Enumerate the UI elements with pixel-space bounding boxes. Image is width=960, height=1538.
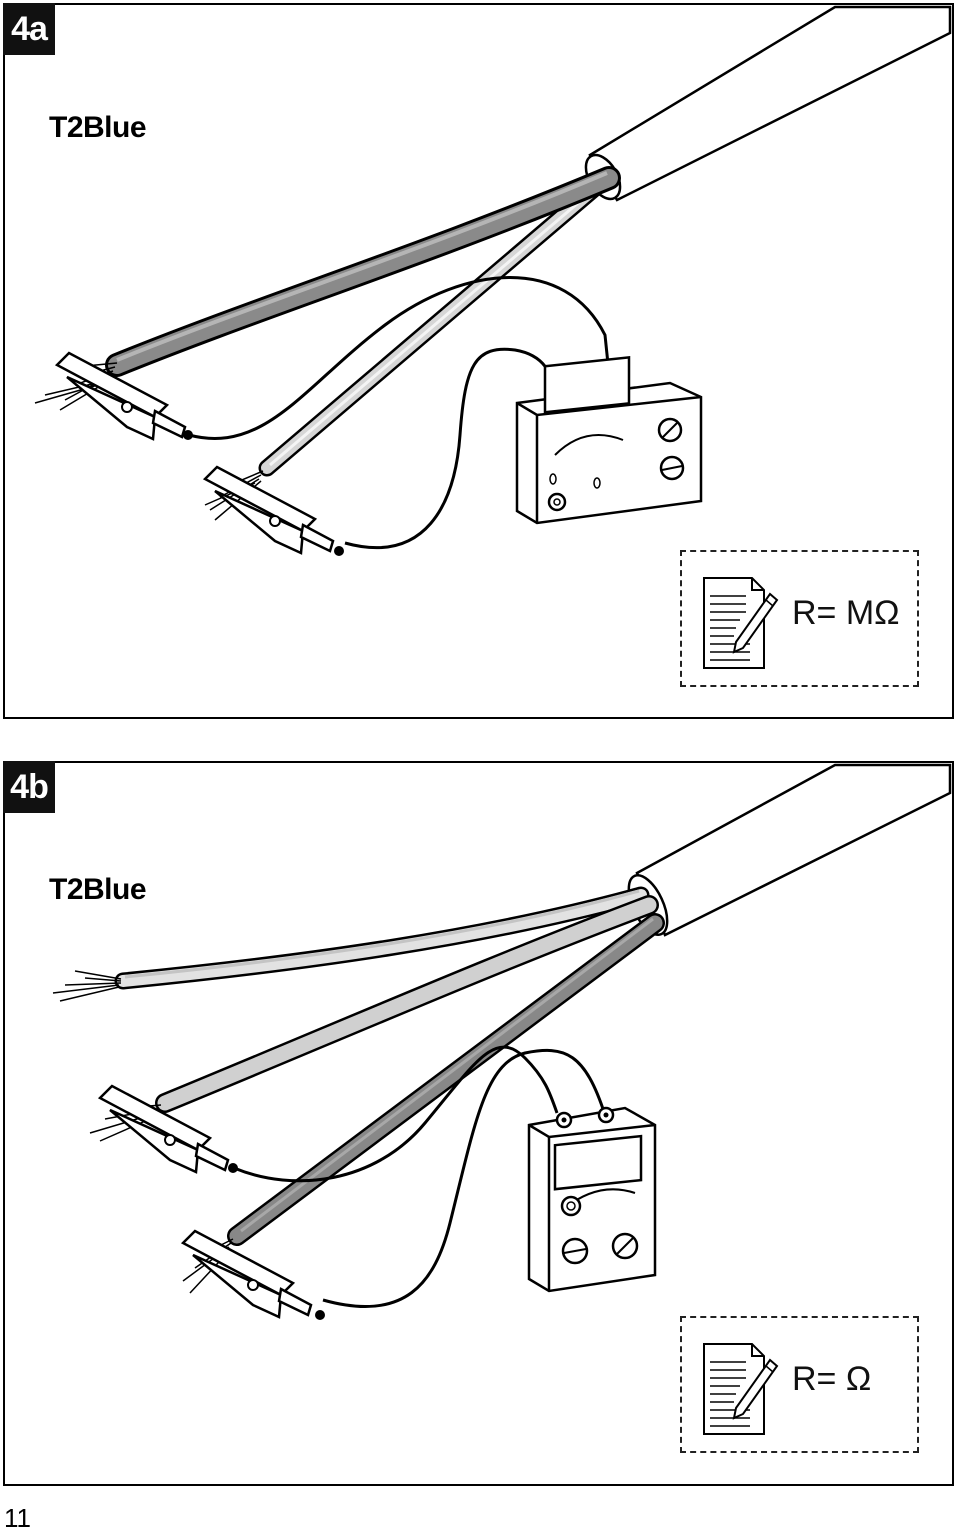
product-name: T2Blue xyxy=(49,111,147,144)
notepad-pencil-icon xyxy=(703,1343,779,1435)
dark-conductor xyxy=(105,166,621,377)
figure-panel-4a: 4a T2Blue xyxy=(3,3,954,719)
resistance-reading: R= MΩ xyxy=(792,594,900,632)
dark-conductor xyxy=(227,913,665,1246)
meter-icon xyxy=(515,356,703,525)
free-conductor xyxy=(114,886,650,990)
page-number: 11 xyxy=(4,1503,31,1533)
cable-sheath xyxy=(627,763,952,937)
light-conductor xyxy=(155,895,659,1113)
product-name: T2Blue xyxy=(49,873,147,906)
notepad-pencil-icon xyxy=(703,577,779,669)
alligator-clip-icon xyxy=(97,1084,238,1174)
meter-icon xyxy=(527,1106,657,1293)
panel-tag: 4b xyxy=(3,761,55,813)
resistance-reading: R= Ω xyxy=(792,1360,872,1398)
figure-panel-4b: 4b T2Blue xyxy=(3,761,954,1486)
test-leads xyxy=(188,276,613,550)
measurement-note: R= MΩ xyxy=(680,550,919,687)
panel-tag: 4a xyxy=(3,3,55,55)
alligator-clip-icon xyxy=(54,351,193,441)
light-conductor xyxy=(258,174,610,477)
measurement-note: R= Ω xyxy=(680,1316,919,1453)
cable-measurement-illustration xyxy=(52,763,952,1320)
alligator-clip-icon xyxy=(202,465,344,556)
test-leads xyxy=(233,1045,607,1309)
alligator-clip-icon xyxy=(180,1229,325,1320)
cable-sheath xyxy=(584,5,952,202)
cable-measurement-illustration xyxy=(34,5,952,556)
